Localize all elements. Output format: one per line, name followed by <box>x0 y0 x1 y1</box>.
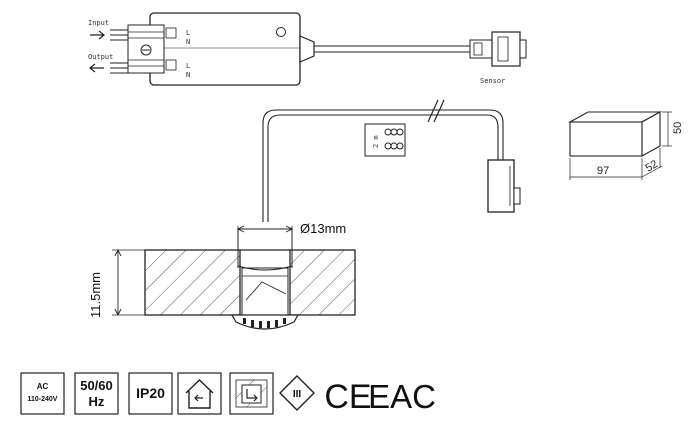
box-height-label: 50 <box>672 122 684 134</box>
spotlight-body <box>230 228 300 330</box>
cable-length-label: 2 m <box>372 135 380 148</box>
ac-voltage-icon: AC 110-240V <box>20 372 65 415</box>
recessed-mount-icon <box>229 372 274 415</box>
input-arrow-icon <box>90 30 105 40</box>
hole-diameter-label: Ø13mm <box>300 221 346 236</box>
hole-diameter-dimension: Ø13mm <box>236 221 346 244</box>
eac-mark: EAC <box>368 378 436 415</box>
sensor-cable <box>262 99 521 222</box>
frequency-unit: Hz <box>89 394 105 409</box>
terminal-mark-n-out: N <box>186 71 190 79</box>
indoor-use-icon <box>177 372 222 415</box>
eac-mark-icon: EAC <box>368 378 436 415</box>
terminal-mark-n: N <box>186 38 190 46</box>
certification-row: AC 110-240V 50/60 Hz IP20 <box>20 372 436 416</box>
sensor-label: Sensor <box>480 77 505 85</box>
terminal-mark-l: L <box>186 29 190 37</box>
voltage-label: 110-240V <box>28 396 58 403</box>
output-label: Output <box>88 53 113 61</box>
input-wires <box>110 29 128 41</box>
box-width-label: 52 <box>644 158 661 175</box>
panel-thickness-label: 11.5mm <box>88 272 103 318</box>
ip-rating-icon: IP20 <box>128 372 173 415</box>
class-iii-icon: III <box>279 375 315 411</box>
box-length-label: 97 <box>597 165 609 177</box>
output-wires <box>110 62 128 74</box>
frequency-icon: 50/60 Hz <box>74 372 119 415</box>
sensor-connector <box>469 31 527 67</box>
ce-mark: CE <box>324 378 371 416</box>
cable-length-badge: 2 m <box>364 123 406 157</box>
ce-mark-icon: CE <box>324 378 371 416</box>
coil-icon <box>384 128 404 150</box>
output-arrow-icon <box>89 63 104 73</box>
box-dimensions-drawing: 50 97 52 <box>567 111 684 180</box>
ip-rating-label: IP20 <box>136 385 165 401</box>
input-label: Input <box>88 19 109 27</box>
driver-unit: L N L N Input Output <box>88 12 527 86</box>
panel-thickness-dimension: 11.5mm <box>88 248 145 318</box>
class-label: III <box>293 389 302 400</box>
terminal-block: L N L N <box>127 24 190 79</box>
frequency-label: 50/60 <box>80 378 113 393</box>
ac-label: AC <box>37 382 49 391</box>
panel-cross-section <box>144 249 356 316</box>
terminal-mark-l-out: L <box>186 62 190 70</box>
